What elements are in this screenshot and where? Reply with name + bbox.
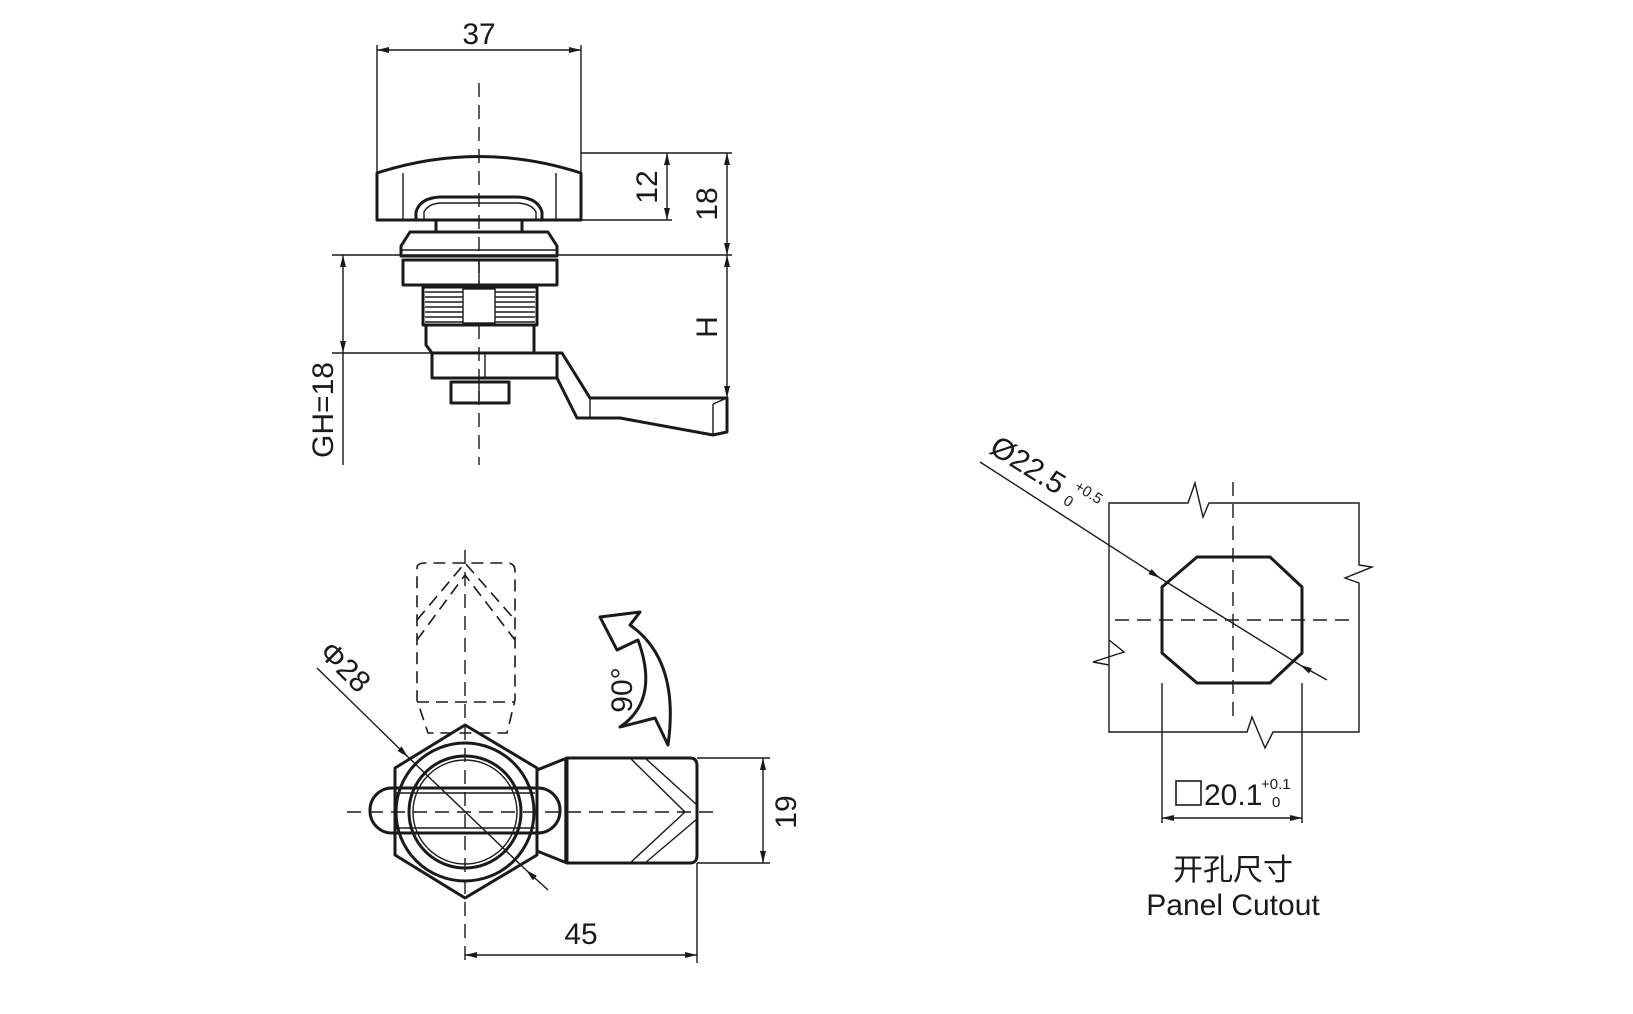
cutout-diameter-tol-upper: +0.5 bbox=[1071, 478, 1105, 508]
hex-flange bbox=[393, 723, 539, 900]
knob bbox=[375, 155, 583, 222]
grip-range-dimension: GH=18 bbox=[307, 362, 340, 458]
cutout-shape bbox=[1160, 555, 1304, 685]
cam-arm bbox=[555, 351, 729, 437]
cam-width-dimension: 19 bbox=[770, 795, 803, 828]
cam-rotated-ghost bbox=[416, 562, 516, 734]
cutout-square-dimension: 20.1 bbox=[1204, 779, 1262, 812]
knob-collar bbox=[414, 195, 544, 222]
cam-length-dimension: 45 bbox=[564, 918, 597, 951]
cutout-title-en: Panel Cutout bbox=[1146, 889, 1320, 922]
retaining-nut bbox=[443, 376, 515, 405]
t-handle bbox=[368, 786, 562, 835]
cam-plate bbox=[430, 351, 559, 380]
knob-height-dimension: 12 bbox=[631, 170, 664, 203]
rotation-angle: 90° bbox=[606, 667, 639, 712]
thread bbox=[421, 285, 539, 327]
rotation-arrow-icon bbox=[598, 610, 672, 747]
top-height-dimension: 18 bbox=[691, 187, 724, 220]
front-view: Φ28 90° 19 45 bbox=[313, 550, 803, 965]
cam bbox=[565, 756, 699, 865]
panel-outline bbox=[1092, 480, 1375, 750]
handle-diameter-dimension: Φ28 bbox=[313, 635, 377, 699]
cutout-square-tol-lower: 0 bbox=[1272, 794, 1280, 811]
body bbox=[424, 323, 536, 355]
cutout-diameter-tol-lower: 0 bbox=[1060, 492, 1076, 511]
panel-cutout: Ø22.5 +0.5 0 20.1 +0.1 0 开孔尺寸 Panel Cuto… bbox=[979, 430, 1375, 922]
cutout-square-tol-upper: +0.1 bbox=[1261, 776, 1291, 793]
cutout-diameter-value: Ø22.5 bbox=[984, 430, 1071, 501]
cutout-title-cn: 开孔尺寸 bbox=[1173, 853, 1293, 888]
hex-nut bbox=[401, 258, 559, 287]
side-view: 37 12 18 H GH=18 bbox=[307, 18, 732, 465]
bezel bbox=[399, 230, 559, 258]
h-dimension: H bbox=[691, 316, 724, 338]
bezel-ring bbox=[394, 741, 536, 883]
cam-neck bbox=[535, 756, 569, 865]
width-dimension: 37 bbox=[462, 18, 495, 51]
square-symbol bbox=[1175, 780, 1202, 806]
